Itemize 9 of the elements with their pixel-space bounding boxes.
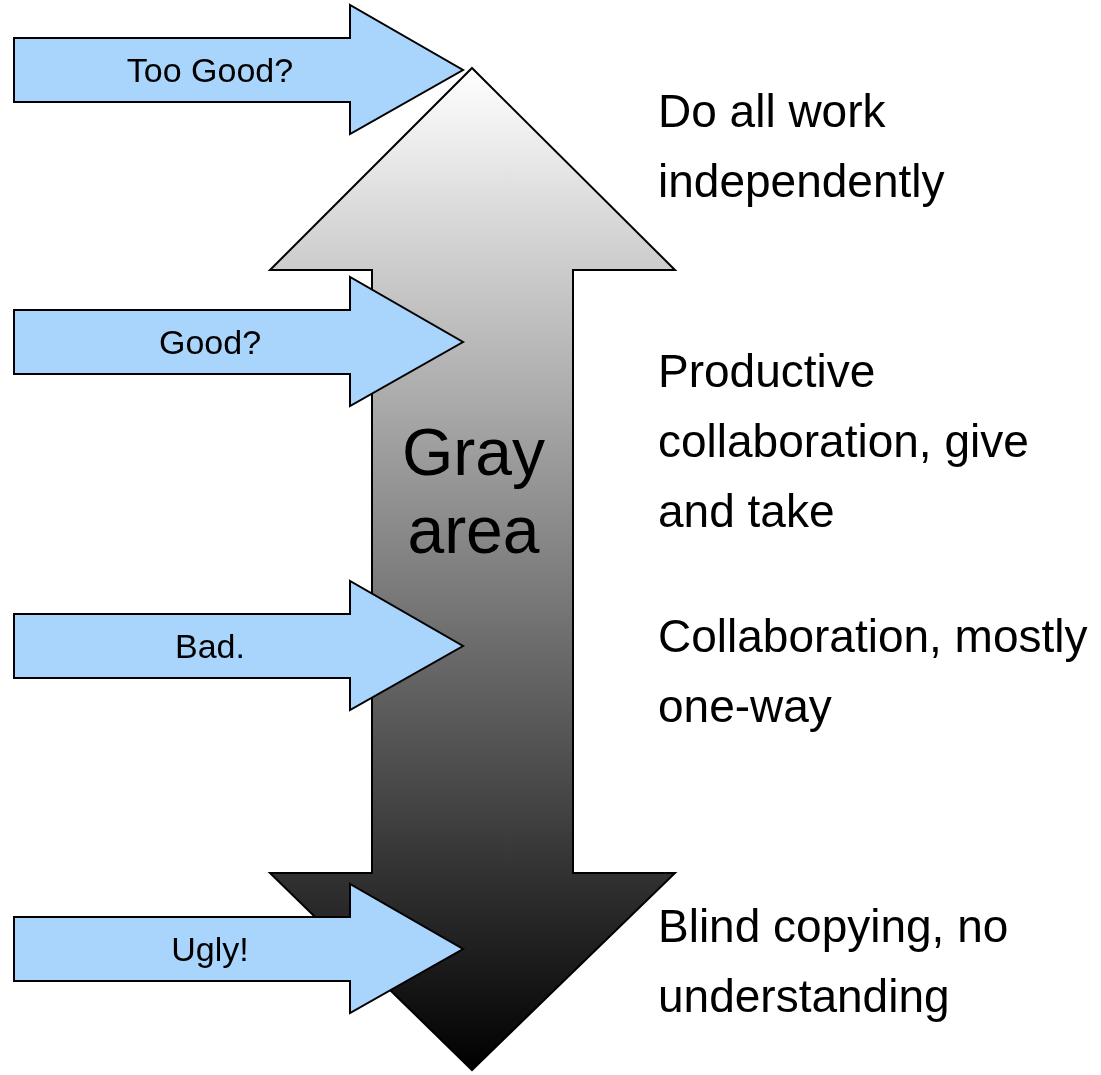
arrow-label: Too Good? (125, 50, 295, 91)
arrow-label: Ugly! (170, 929, 250, 970)
arrow-label: Gray area (401, 414, 546, 569)
description-text: Productive collaboration, give and take (658, 344, 1030, 539)
arrow-label: Good? (157, 322, 263, 363)
description-text: Collaboration, mostly one-way (658, 609, 1089, 734)
description-text: Do all work independently (658, 84, 946, 209)
description-text: Blind copying, no understanding (658, 899, 1010, 1024)
arrow-label: Bad. (174, 626, 246, 667)
